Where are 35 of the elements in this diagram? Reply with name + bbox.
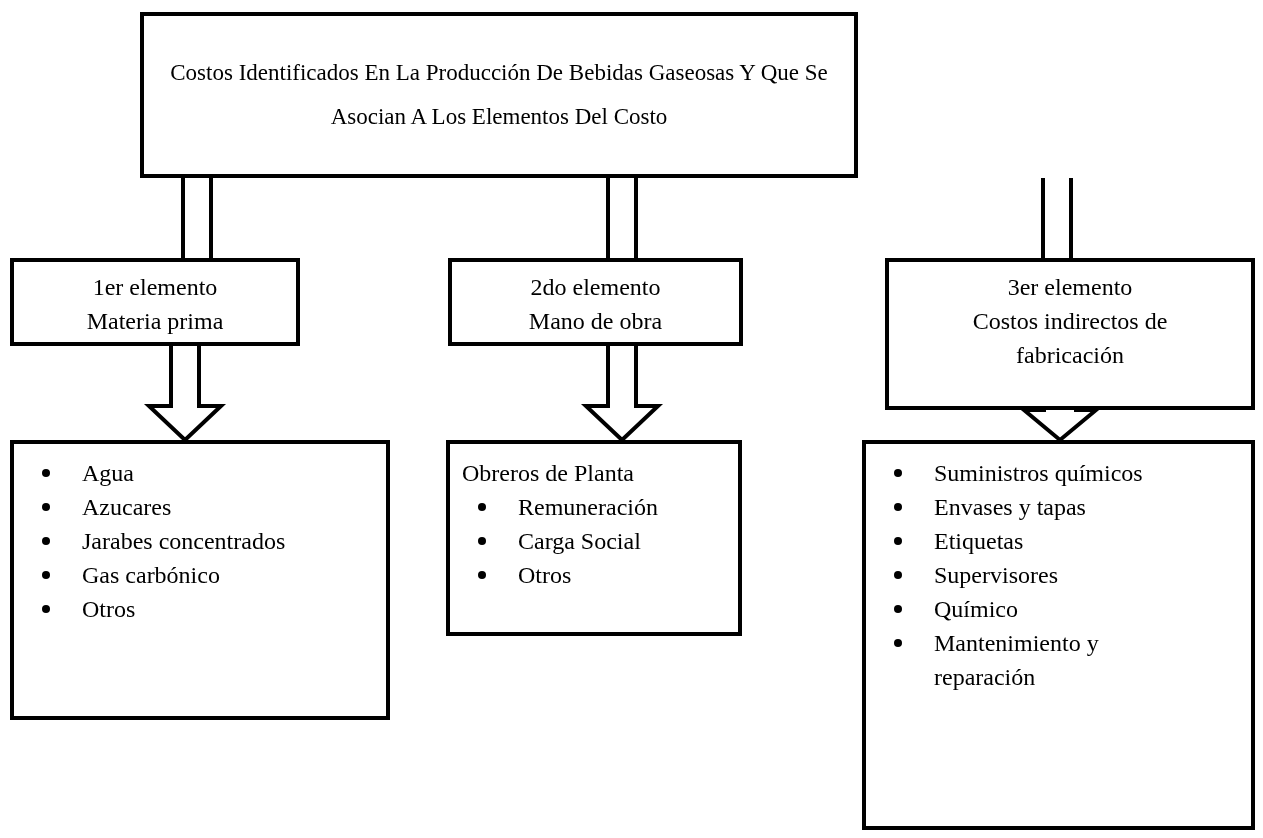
item-list-box	[862, 440, 1255, 830]
element-box	[10, 258, 300, 346]
list-item: Suministros químicos	[934, 459, 1143, 488]
element-number: 2do elemento	[530, 273, 661, 302]
double-line-connector	[1041, 176, 1073, 260]
element-number: 1er elemento	[92, 273, 218, 302]
item-list-box	[10, 440, 390, 720]
element-name: Costos indirectos de fabricación	[971, 307, 1169, 370]
list-item: Carga Social	[518, 527, 641, 556]
hollow-arrow	[1018, 408, 1102, 443]
element-box	[448, 258, 743, 346]
list-item: Azucares	[82, 493, 172, 522]
list-item: Químico	[934, 595, 1018, 624]
list-heading: Obreros de Planta	[462, 459, 635, 488]
list-item: Otros	[518, 561, 572, 590]
hollow-arrow	[580, 344, 664, 443]
list-item: Remuneración	[518, 493, 658, 522]
list-item: Mantenimiento y reparación	[934, 629, 1100, 692]
element-box	[885, 258, 1255, 410]
list-item: Agua	[82, 459, 134, 488]
list-item: Envases y tapas	[934, 493, 1086, 522]
title-box	[140, 12, 858, 178]
list-item: Jarabes concentrados	[82, 527, 286, 556]
element-name: Materia prima	[86, 307, 224, 336]
double-line-connector	[181, 176, 213, 260]
title-text: Costos Identificados En La Producción De Bebidas Gaseosas Y Que Se Asocian A Los Elementos Del Costo	[169, 59, 829, 131]
element-name: Mano de obra	[528, 307, 663, 336]
list-item: Otros	[82, 595, 136, 624]
list-item: Etiquetas	[934, 527, 1024, 556]
list-item: Gas carbónico	[82, 561, 220, 590]
double-line-connector	[606, 176, 638, 260]
hollow-arrow	[143, 344, 227, 443]
item-list-box	[446, 440, 742, 636]
element-number: 3er elemento	[1007, 273, 1133, 302]
list-item: Supervisores	[934, 561, 1058, 590]
